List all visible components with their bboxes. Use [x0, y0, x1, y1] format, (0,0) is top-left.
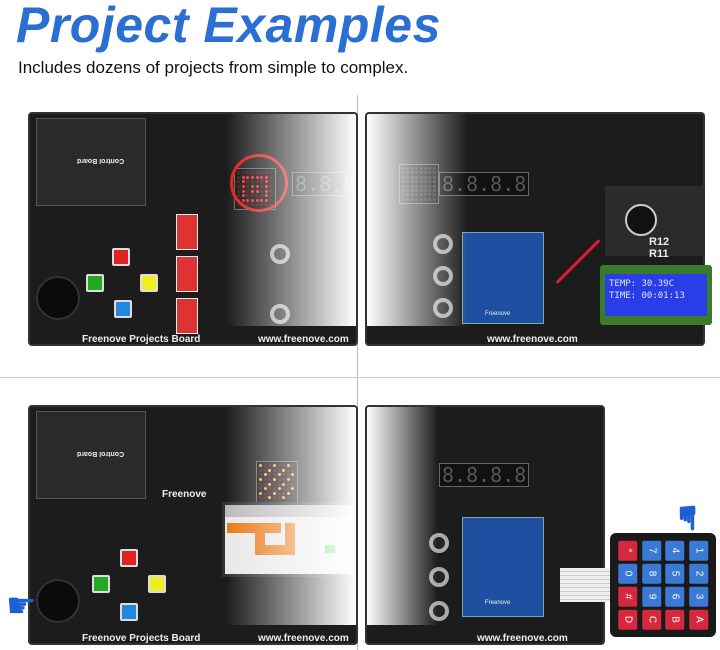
board-bottom-right: 8.8.8.8 Freenove www.freenove.com: [365, 405, 605, 645]
hand-pointer-icon: ☛: [668, 502, 707, 534]
board-url: www.freenove.com: [477, 633, 568, 644]
board-bottom-left: Control Board Freenove Freenove Projects…: [28, 405, 358, 645]
divider-vertical: [357, 95, 358, 650]
button-blue: [120, 603, 138, 621]
dip-switch: [176, 214, 198, 250]
button-blue: [114, 300, 132, 318]
divider-horizontal: [0, 377, 720, 378]
board-top-right: 8.8.8.8 Freenove www.freenove.com: [365, 112, 705, 346]
board-name: Freenove Projects Board: [82, 633, 201, 644]
button-red: [112, 248, 130, 266]
keypad-key[interactable]: #: [618, 586, 638, 607]
keypad-key[interactable]: 6: [665, 586, 685, 607]
rfid-module: Freenove: [462, 517, 544, 617]
ribbon-cable: [560, 568, 612, 602]
logo: Freenove: [162, 489, 207, 500]
control-board: Control Board: [36, 118, 146, 206]
hand-pointer-icon: ☛: [6, 587, 37, 625]
keypad-key[interactable]: 0: [618, 563, 638, 584]
board-url: www.freenove.com: [258, 633, 349, 644]
keypad-key[interactable]: 1: [688, 540, 708, 561]
board-url: www.freenove.com: [258, 334, 349, 345]
keypad-key[interactable]: 7: [641, 540, 661, 561]
lcd-line-1: TEMP: 30.39C: [609, 279, 675, 289]
control-board: Control Board: [36, 411, 146, 499]
button-green: [92, 575, 110, 593]
rfid-module: Freenove: [462, 232, 544, 324]
keypad-key[interactable]: A: [688, 609, 708, 630]
keypad-key[interactable]: 3: [688, 586, 708, 607]
fade-overlay: [367, 114, 468, 326]
lcd-line-2: TIME: 00:01:13: [609, 291, 685, 301]
button-red: [120, 549, 138, 567]
keypad-key[interactable]: C: [641, 609, 661, 630]
page-subtitle: Includes dozens of projects from simple …: [18, 58, 409, 77]
keypad-key[interactable]: *: [618, 540, 638, 561]
keypad-key[interactable]: 5: [665, 563, 685, 584]
board-name: Freenove Projects Board: [82, 334, 201, 345]
page-title: Project Examples: [16, 0, 441, 53]
keypad-key[interactable]: 2: [688, 563, 708, 584]
joystick: [36, 276, 80, 320]
dip-switch: [176, 298, 198, 334]
keypad-key[interactable]: B: [665, 609, 685, 630]
joystick: [36, 579, 80, 623]
keypad-key[interactable]: 4: [665, 540, 685, 561]
board-url: www.freenove.com: [487, 334, 578, 345]
keypad-key[interactable]: D: [618, 609, 638, 630]
fade-overlay: [225, 407, 356, 625]
lcd-display: TEMP: 30.39C TIME: 00:01:13: [600, 265, 712, 325]
dip-switch: [176, 256, 198, 292]
keypad-key[interactable]: 8: [641, 563, 661, 584]
seven-segment-display: 8.8.8.8: [439, 463, 530, 487]
fade-overlay: [367, 407, 438, 625]
keypad-key[interactable]: 9: [641, 586, 661, 607]
button-yellow: [148, 575, 166, 593]
fade-overlay: [225, 114, 356, 326]
sensor-inset: R12 R11: [605, 186, 705, 260]
button-green: [86, 274, 104, 292]
board-top-left: Control Board 8.8.8.8 Freenove Projects …: [28, 112, 358, 346]
button-yellow: [140, 274, 158, 292]
